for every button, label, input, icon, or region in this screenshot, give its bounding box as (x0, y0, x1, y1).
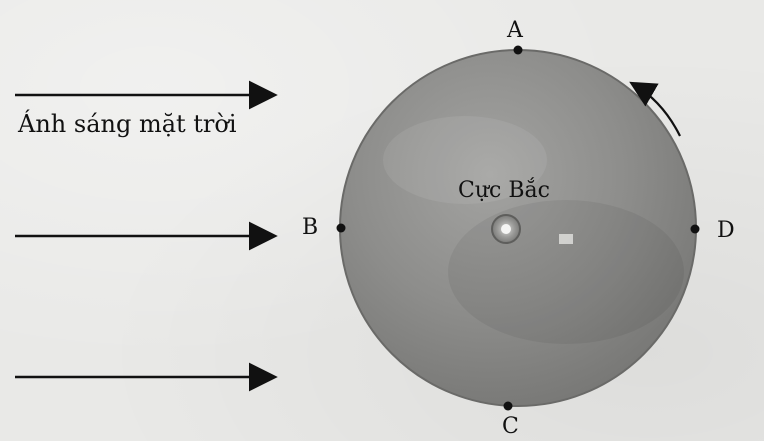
globe-points (336, 45, 700, 411)
point-a-marker (513, 45, 523, 55)
north-pole-label: Cực Bắc (458, 178, 550, 203)
sunlight-arrows (15, 80, 278, 392)
point-label-b: B (302, 215, 319, 240)
globe-highlight (383, 116, 547, 204)
surface-feature (559, 234, 573, 244)
point-label-a: A (507, 18, 523, 43)
point-b-marker (336, 223, 346, 233)
point-d-marker (690, 224, 700, 234)
sunlight-label: Ánh sáng mặt trời (18, 110, 237, 138)
globe-shading (448, 200, 684, 344)
point-label-d: D (717, 218, 735, 243)
rotation-arrow-icon (629, 81, 681, 137)
point-label-c: C (502, 414, 519, 439)
globe-group (339, 49, 697, 407)
north-pole-center (501, 224, 511, 234)
point-c-marker (503, 401, 513, 411)
